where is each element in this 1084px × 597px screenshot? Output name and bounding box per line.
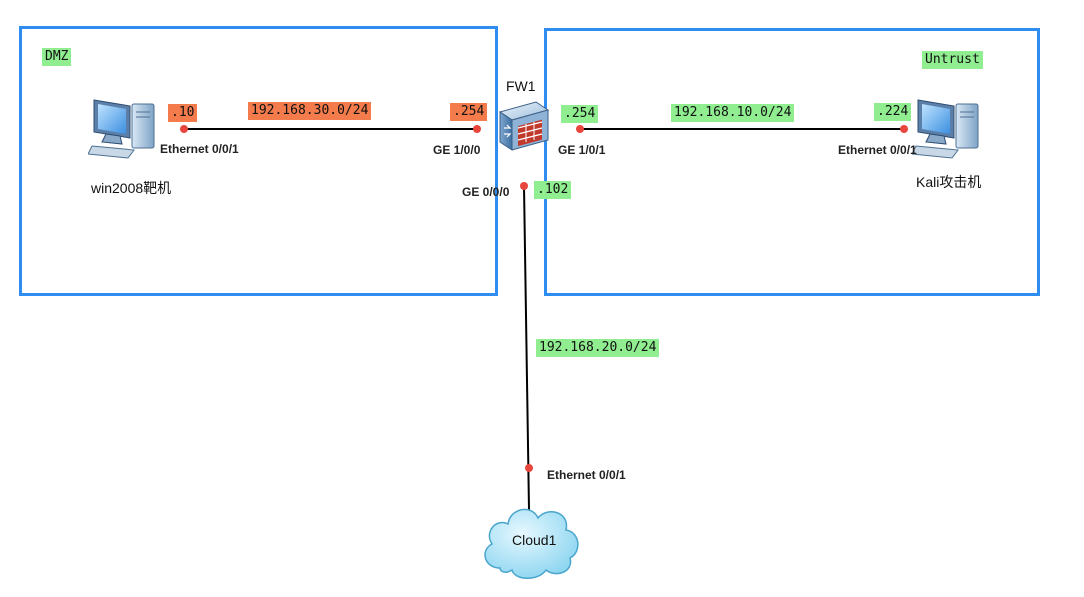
link-dot [180, 125, 188, 133]
win-port-label: Ethernet 0/0/1 [160, 142, 239, 156]
pc-icon[interactable] [88, 96, 158, 160]
kali-ip-label: .224 [874, 103, 912, 121]
win-ip-label: .10 [168, 104, 198, 122]
cloud-subnet-label: 192.168.20.0/24 [536, 339, 660, 357]
link-dot [576, 125, 584, 133]
kali-host-label: Kali攻击机 [916, 174, 982, 190]
untrust-zone-label: Untrust [922, 51, 983, 69]
dmz-zone-label: DMZ [42, 48, 72, 66]
firewall-icon[interactable] [496, 98, 552, 154]
fw-dmz-port-label: GE 1/0/0 [433, 143, 481, 157]
cloud-port-label: Ethernet 0/0/1 [547, 468, 626, 482]
link-dot [520, 182, 528, 190]
link-cloud [523, 185, 530, 511]
untrust-zone [544, 28, 1040, 296]
fw-cloud-port-label: GE 0/0/0 [462, 185, 510, 199]
kali-port-label: Ethernet 0/0/1 [838, 143, 917, 157]
cloud-label: Cloud1 [512, 532, 557, 548]
dmz-subnet-label: 192.168.30.0/24 [248, 102, 372, 120]
fw-cloud-ip-label: .102 [534, 181, 572, 199]
link-dot [473, 125, 481, 133]
cloud-icon[interactable] [478, 498, 584, 582]
fw-dmz-ip-label: .254 [450, 103, 488, 121]
fw-untrust-port-label: GE 1/0/1 [558, 143, 606, 157]
win-host-label: win2008靶机 [91, 180, 172, 196]
link-dot [525, 464, 533, 472]
firewall-label: FW1 [506, 78, 536, 94]
pc-icon[interactable] [912, 96, 982, 160]
untrust-subnet-label: 192.168.10.0/24 [671, 104, 795, 122]
fw-untrust-ip-label: .254 [561, 105, 599, 123]
dmz-zone [19, 26, 498, 296]
link-dot [900, 125, 908, 133]
